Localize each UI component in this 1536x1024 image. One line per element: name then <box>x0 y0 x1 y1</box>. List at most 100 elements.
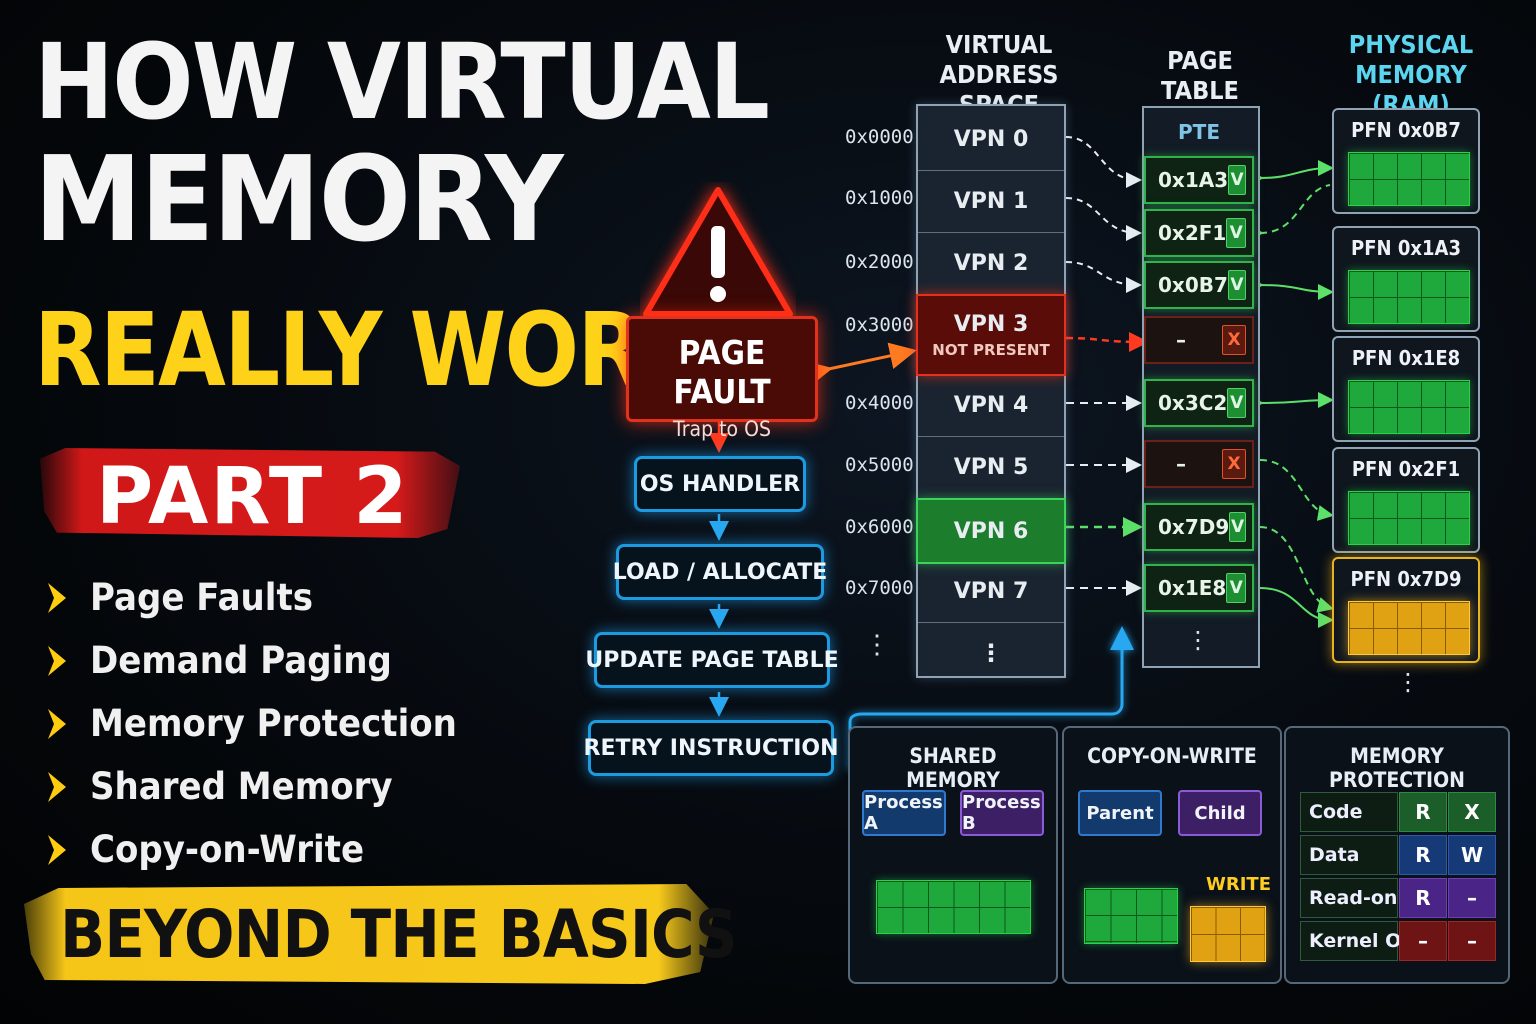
vpn-status: NOT PRESENT <box>932 340 1050 359</box>
physical-frame[interactable]: PFN 0x2F1 <box>1332 447 1480 553</box>
va-pte-arrow-0 <box>1065 136 1142 188</box>
protection-row: Code R X <box>1300 792 1496 832</box>
pte-value: 0x0B7 <box>1158 273 1228 297</box>
pte-row-invalid[interactable]: –X <box>1144 316 1254 364</box>
page-table-header: PAGE TABLE <box>1161 46 1239 105</box>
retry-loop-arrow <box>848 626 1134 770</box>
chevron-right-icon <box>48 834 66 865</box>
address-label: 0x6000 <box>845 516 914 538</box>
frame-pages <box>1348 152 1470 206</box>
chevron-right-icon <box>48 645 66 676</box>
vpn-cell[interactable]: VPN 2 <box>918 232 1064 295</box>
pte-pfn-link-5 <box>1259 526 1334 613</box>
vpn-label: VPN 6 <box>953 518 1029 544</box>
vpn-label: VPN 4 <box>953 392 1029 418</box>
vpn-cell[interactable]: VPN 1 <box>918 170 1064 233</box>
region-name: Read-only <box>1300 878 1416 918</box>
region-name: Kernel Only <box>1300 921 1434 961</box>
ellipsis: ⋮ <box>979 639 1003 667</box>
address-label: 0x0000 <box>845 126 914 148</box>
va-pte-arrow-1 <box>1065 197 1142 241</box>
physical-frame[interactable]: PFN 0x0B7 <box>1332 108 1480 214</box>
frame-pages <box>1348 270 1470 324</box>
topic-list: Page Faults Demand Paging Memory Protect… <box>44 566 489 881</box>
valid-flag: V <box>1229 512 1246 542</box>
part-banner <box>40 448 460 538</box>
child-chip[interactable]: Child <box>1178 790 1262 836</box>
parent-chip[interactable]: Parent <box>1078 790 1162 836</box>
perm-cell: W <box>1448 835 1496 875</box>
frame-ellipsis: ⋮ <box>1396 668 1420 696</box>
vpn-cell[interactable]: VPN 5 <box>918 436 1064 499</box>
invalid-flag: X <box>1222 449 1246 479</box>
topic-item: Demand Paging <box>44 629 489 692</box>
warning-icon <box>643 187 793 317</box>
vpn-cell-active[interactable]: VPN 6 <box>916 498 1066 564</box>
pte-ellipsis: ⋮ <box>1186 626 1210 654</box>
invalid-flag: X <box>1222 325 1246 355</box>
address-label: 0x2000 <box>845 251 914 273</box>
pte-value: 0x7D9 <box>1158 515 1230 539</box>
vpn-cell[interactable]: VPN 7 <box>918 560 1064 623</box>
topic-label: Shared Memory <box>90 765 393 808</box>
protection-row: Read-only R – <box>1300 878 1496 918</box>
address-ellipsis: ⋮ <box>864 630 890 660</box>
frame-label: PFN 0x1E8 <box>1351 346 1461 370</box>
pte-pfn-link-6 <box>1259 587 1334 628</box>
vpn-cell[interactable]: VPN 0 <box>918 108 1064 171</box>
perm-cell: R <box>1399 792 1447 832</box>
shared-pages <box>876 880 1031 934</box>
perm-cell: – <box>1448 921 1496 961</box>
page-fault-title: PAGE FAULT <box>673 333 771 411</box>
process-a-chip[interactable]: Process A <box>862 790 946 836</box>
physical-memory-header: PHYSICAL MEMORY (RAM) <box>1348 30 1474 119</box>
frame-label: PFN 0x2F1 <box>1351 457 1461 481</box>
va-pte-arrow-3 <box>1065 331 1149 352</box>
page-fault-box[interactable]: PAGE FAULT Trap to OS <box>626 316 818 441</box>
vpn-label: VPN 3 <box>953 311 1029 337</box>
perm-cell: R <box>1399 878 1447 918</box>
flow-step-load-allocate[interactable]: LOAD / ALLOCATE <box>613 544 827 600</box>
address-label: 0x1000 <box>845 187 914 209</box>
topic-item: Memory Protection <box>44 692 489 755</box>
pte-value: – <box>1176 452 1186 476</box>
flow-step-retry-instruction[interactable]: RETRY INSTRUCTION <box>584 720 839 776</box>
title-line-2: MEMORY <box>34 130 564 268</box>
address-label: 0x5000 <box>845 454 914 476</box>
address-label: 0x4000 <box>845 392 914 414</box>
valid-flag: V <box>1226 218 1246 248</box>
pte-row-invalid[interactable]: –X <box>1144 440 1254 488</box>
topic-label: Demand Paging <box>90 639 392 682</box>
virtual-address-space: VPN 0 VPN 1 VPN 2 VPN 3 NOT PRESENT VPN … <box>916 104 1066 678</box>
frame-label: PFN 0x0B7 <box>1351 118 1461 142</box>
panel-title: MEMORY PROTECTION <box>1329 744 1465 792</box>
process-b-chip[interactable]: Process B <box>960 790 1044 836</box>
pte-pfn-link-2 <box>1247 276 1334 300</box>
physical-frame-highlighted[interactable]: PFN 0x7D9 <box>1332 557 1480 663</box>
panel-title: COPY-ON-WRITE <box>1087 744 1257 768</box>
address-label: 0x3000 <box>845 314 914 336</box>
physical-frame[interactable]: PFN 0x1E8 <box>1332 336 1480 442</box>
fault-arrow <box>803 342 917 387</box>
flow-step-os-handler[interactable]: OS HANDLER <box>634 456 806 512</box>
page-fault-subtitle: Trap to OS <box>673 417 771 441</box>
flow-step-update-page-table[interactable]: UPDATE PAGE TABLE <box>585 632 839 688</box>
pte-value: 0x3C2 <box>1158 391 1228 415</box>
perm-cell: R <box>1399 835 1447 875</box>
valid-flag: V <box>1227 388 1246 418</box>
pte-value: 0x2F1 <box>1158 221 1227 245</box>
physical-frame[interactable]: PFN 0x1A3 <box>1332 226 1480 332</box>
frame-pages <box>1348 380 1470 434</box>
vpn-cell[interactable]: VPN 4 <box>918 374 1064 437</box>
vpn-cell-fault[interactable]: VPN 3 NOT PRESENT <box>916 294 1066 376</box>
write-label: WRITE <box>1206 874 1271 895</box>
frame-pages <box>1348 491 1470 545</box>
topic-label: Copy-on-Write <box>90 828 365 871</box>
pte-pfn-link-0 <box>1247 160 1334 187</box>
